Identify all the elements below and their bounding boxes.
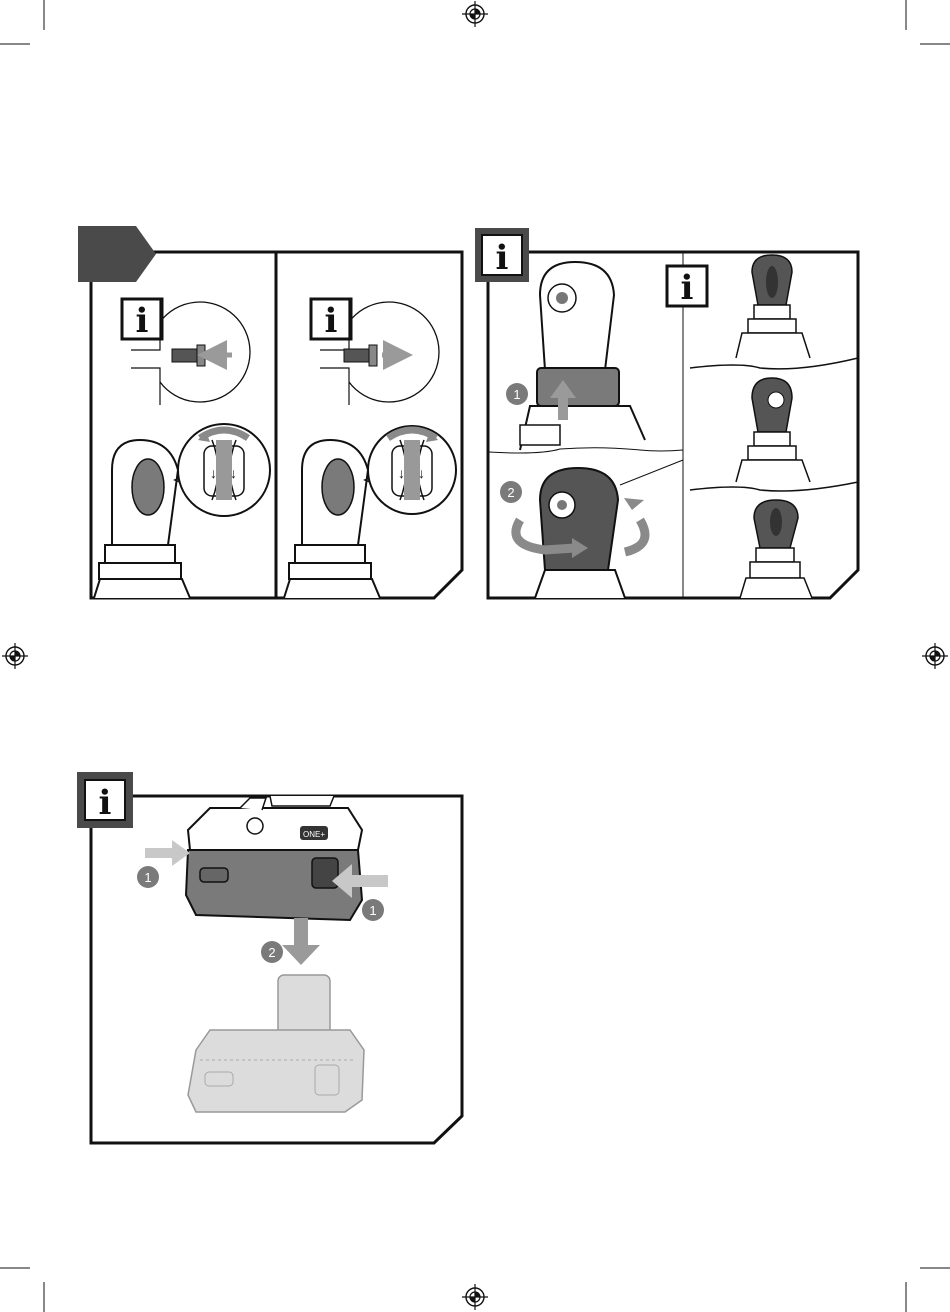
ratchet-view-side — [736, 378, 810, 482]
arrow-right-icon — [145, 840, 190, 866]
step-one-marker: 1 — [362, 899, 384, 921]
step-two-marker: 2 — [500, 481, 522, 503]
registration-mark-icon — [2, 643, 28, 669]
info-icon: i — [77, 772, 133, 828]
info-glyph: i — [681, 268, 694, 308]
step-two-marker: 2 — [261, 941, 283, 963]
one-plus-badge: ONE+ — [300, 826, 328, 840]
info-glyph: i — [325, 301, 338, 341]
svg-text:↓: ↓ — [418, 465, 425, 481]
figure-direction-selector: i ↓ ↓ — [78, 226, 462, 598]
step-number: 2 — [268, 945, 275, 960]
info-icon: i — [667, 266, 707, 308]
registration-mark-icon — [462, 1284, 488, 1310]
step-number: 1 — [144, 870, 151, 885]
figure-head-rotation: i 1 — [475, 228, 858, 598]
ratchet-head-icon — [284, 440, 380, 598]
info-glyph: i — [136, 301, 149, 341]
info-icon: i — [475, 228, 529, 282]
svg-text:↓: ↓ — [398, 465, 405, 481]
svg-text:↓: ↓ — [210, 465, 217, 481]
info-glyph: i — [99, 783, 112, 823]
registration-mark-icon — [462, 1, 488, 27]
rotate-right-arrow-icon — [625, 520, 645, 552]
step-number: 2 — [507, 485, 514, 500]
ratchet-head-icon — [94, 440, 190, 598]
svg-text:ONE+: ONE+ — [303, 830, 325, 839]
step-one-marker: 1 — [137, 866, 159, 888]
ratchet-head-icon — [516, 468, 645, 598]
selector-zoom-left: ↓ ↓ — [175, 424, 270, 516]
info-glyph: i — [496, 238, 509, 278]
info-icon: i — [122, 299, 162, 341]
battery-pack-icon: ONE+ — [186, 798, 362, 920]
info-icon: i — [311, 299, 351, 341]
charger-icon — [188, 975, 364, 1112]
ratchet-head-icon — [520, 262, 645, 450]
figure-battery-removal: i ONE+ — [77, 772, 462, 1143]
step-one-marker: 1 — [506, 383, 528, 405]
ratchet-view-front — [736, 255, 810, 358]
registration-mark-icon — [922, 643, 948, 669]
ratchet-view-back — [740, 500, 812, 598]
svg-text:↓: ↓ — [230, 465, 237, 481]
step-number: 1 — [369, 903, 376, 918]
arrow-down-icon — [282, 918, 320, 965]
step-tag — [78, 226, 156, 282]
selector-zoom-right: ↓ ↓ — [365, 426, 456, 514]
step-number: 1 — [513, 387, 520, 402]
